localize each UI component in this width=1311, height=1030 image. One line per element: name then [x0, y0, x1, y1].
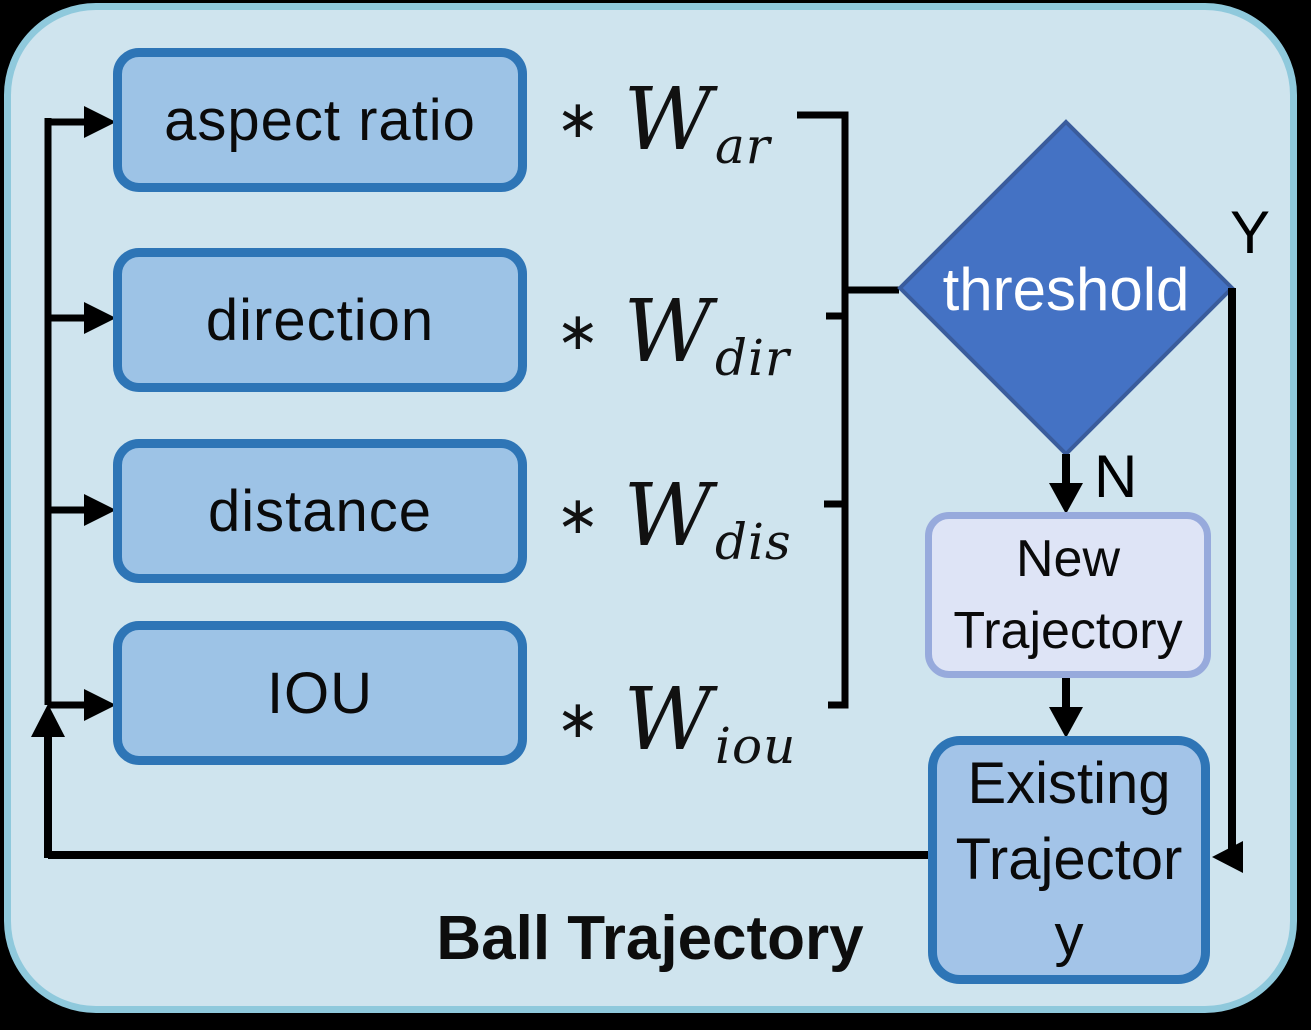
threshold-label: threshold [942, 255, 1190, 323]
aspect-ratio-label: aspect ratio [164, 87, 476, 153]
node-iou: IOU [113, 621, 527, 765]
iou-label: IOU [266, 660, 374, 726]
existing-trajectory-line-1: Existing [967, 751, 1171, 816]
arrowhead-no-branch [1049, 483, 1083, 514]
no-branch-label: N [1094, 443, 1138, 510]
weight-direction: ∗ W dir [556, 282, 790, 387]
arrowhead-yes-branch [1212, 841, 1243, 873]
multiply-operator: ∗ [556, 690, 600, 750]
arrowhead-new-to-existing [1049, 707, 1083, 738]
weight-symbol: W [623, 282, 712, 382]
node-existing-trajectory: Existing Trajector y [928, 736, 1210, 984]
existing-trajectory-line-2: Trajector [955, 827, 1183, 892]
node-aspect-ratio: aspect ratio [113, 48, 527, 192]
weight-symbol: W [623, 670, 712, 770]
node-new-trajectory: New Trajectory [925, 512, 1211, 678]
existing-trajectory-line-3: y [1054, 903, 1084, 968]
node-distance: distance [113, 439, 527, 583]
new-trajectory-line-1: New [1015, 530, 1121, 588]
weight-subscript-dir: dir [714, 329, 790, 387]
arrowhead-distance [84, 494, 116, 526]
figure-title: Ball Trajectory [436, 904, 864, 973]
weight-iou: ∗ W iou [556, 670, 796, 775]
weight-aspect-ratio: ∗ W ar [556, 70, 771, 175]
weight-subscript-iou: iou [714, 717, 797, 775]
new-trajectory-line-2: Trajectory [953, 602, 1183, 660]
arrowhead-feedback-up [31, 704, 65, 737]
arrowhead-direction [84, 302, 116, 334]
weight-subscript-dis: dis [714, 513, 792, 571]
feature-branch-lines [48, 118, 86, 709]
sum-bracket [797, 111, 899, 709]
arrowhead-aspect-ratio [84, 106, 116, 138]
weight-symbol: W [623, 466, 712, 566]
multiply-operator: ∗ [556, 90, 600, 150]
feedback-line [44, 734, 928, 859]
multiply-operator: ∗ [556, 302, 600, 362]
weight-symbol: W [623, 70, 712, 170]
node-direction: direction [113, 248, 527, 392]
distance-label: distance [207, 478, 433, 544]
multiply-operator: ∗ [556, 486, 600, 546]
weight-subscript-ar: ar [714, 117, 771, 175]
arrowhead-iou [84, 689, 116, 721]
direction-label: direction [205, 287, 435, 353]
weight-distance: ∗ W dis [556, 466, 792, 571]
yes-branch-label: Y [1230, 199, 1271, 266]
